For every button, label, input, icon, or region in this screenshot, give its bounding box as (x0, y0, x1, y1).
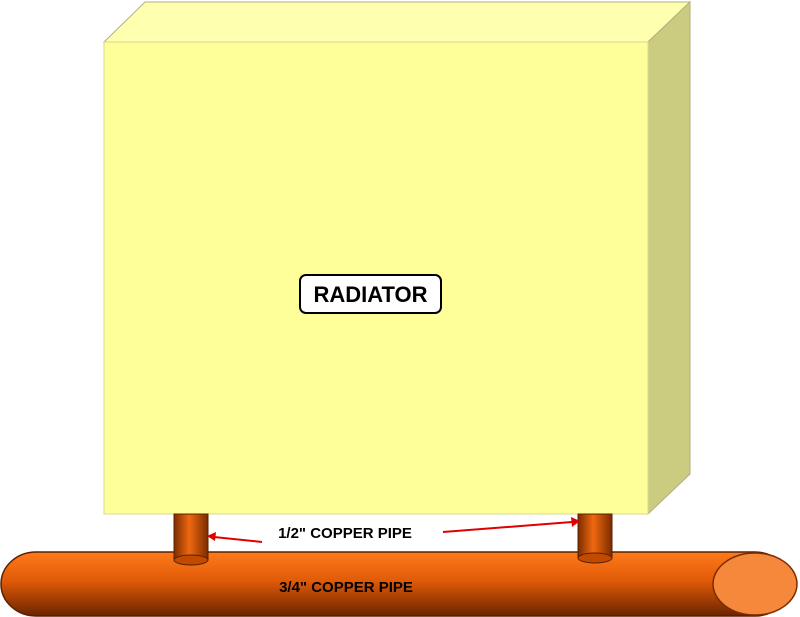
arrow-to-left-riser (207, 532, 263, 543)
small-pipe-label: 1/2" COPPER PIPE (278, 525, 412, 542)
riser-pipe-left (173, 513, 209, 566)
riser-pipe-right (577, 513, 613, 564)
radiator-top-face (102, 1, 692, 43)
main-pipe (0, 551, 798, 617)
large-pipe-label: 3/4" COPPER PIPE (279, 579, 413, 596)
radiator-label-box: RADIATOR (299, 274, 442, 314)
radiator (102, 0, 692, 516)
radiator-side-face (647, 0, 691, 516)
main-pipe-end (712, 552, 798, 616)
radiator-label: RADIATOR (313, 282, 427, 307)
arrow-to-right-riser (442, 517, 580, 533)
